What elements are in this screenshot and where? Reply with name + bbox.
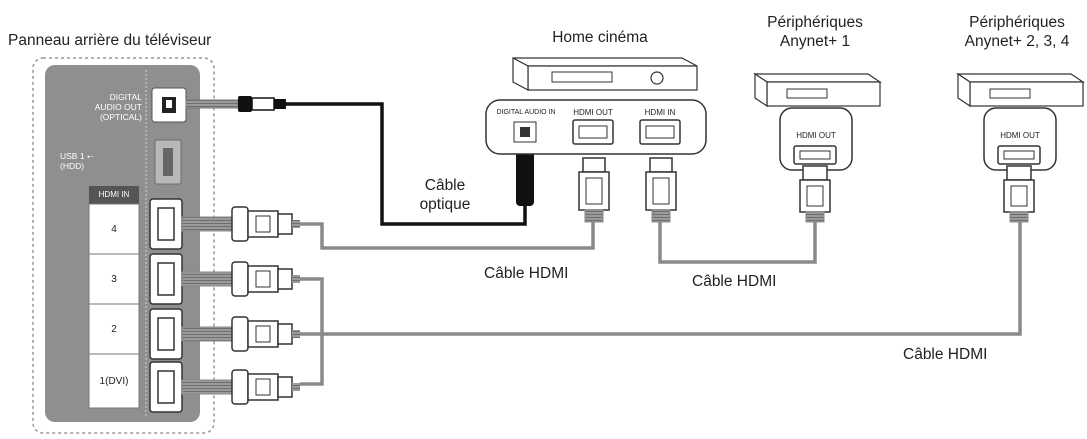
- home-cinema-hdmi-out-label: HDMI OUT: [573, 108, 613, 117]
- hdmi-cable-label-a: Câble HDMI: [484, 265, 569, 282]
- anynet1-hdmi-out-label: HDMI OUT: [796, 131, 836, 140]
- hdmi-cable-lines: [300, 222, 1022, 386]
- anynet1-title-line1: Périphériques: [767, 14, 863, 31]
- hdmi-jack-2: [149, 308, 183, 360]
- optical-cable-line1: Câble: [424, 177, 466, 194]
- hdmi-cable-label-b: Câble HDMI: [692, 273, 777, 290]
- digital-audio-out-line1: DIGITAL: [109, 92, 142, 102]
- anynet234-hdmi-out-label: HDMI OUT: [1000, 131, 1040, 140]
- tv-hdmi-plugs: [181, 206, 300, 405]
- tv-back-panel: [32, 57, 215, 434]
- digital-audio-out-label: DIGITAL AUDIO OUT (OPTICAL): [58, 92, 142, 122]
- anynet1-title: Périphériques Anynet+ 1: [745, 13, 885, 51]
- optical-cable-line2: optique: [419, 196, 471, 213]
- hdmi-port-1-label: 1(DVI): [99, 376, 129, 387]
- tv-panel-title: Panneau arrière du téléviseur: [8, 32, 212, 49]
- digital-audio-in-label: DIGITAL AUDIO IN: [496, 109, 556, 116]
- home-cinema-title: Home cinéma: [552, 29, 648, 46]
- home-cinema-hdmi-plugs: [578, 157, 677, 223]
- anynet1-device: [753, 72, 882, 223]
- hdmi-port-2-label: 2: [111, 324, 117, 335]
- hdmi-in-header: HDMI IN: [98, 190, 130, 199]
- hdmi-port-3-label: 3: [111, 274, 117, 285]
- anynet234-title-line1: Périphériques: [969, 14, 1065, 31]
- hdmi-cable-label-c: Câble HDMI: [903, 346, 988, 363]
- anynet234-device: [956, 72, 1085, 223]
- hdmi-jack-4: [149, 198, 183, 250]
- anynet234-title-line2: Anynet+ 2, 3, 4: [964, 33, 1070, 50]
- usb-line2: (HDD): [60, 161, 85, 171]
- optical-cable: [185, 96, 534, 226]
- digital-audio-out-line3: (OPTICAL): [99, 112, 142, 122]
- home-cinema-hdmi-in-label: HDMI IN: [644, 108, 676, 117]
- hdmi-jack-3: [149, 253, 183, 305]
- optical-cable-label: Câble optique: [405, 176, 485, 214]
- hdmi-port-4-label: 4: [111, 224, 117, 235]
- usb-label: USB 1 ⭠ (HDD): [60, 151, 112, 171]
- hdmi-jack-1: [149, 361, 183, 413]
- home-cinema-device: [485, 57, 707, 155]
- anynet1-title-line2: Anynet+ 1: [779, 33, 851, 50]
- anynet234-title: Périphériques Anynet+ 2, 3, 4: [947, 13, 1087, 51]
- digital-audio-out-line2: AUDIO OUT: [94, 102, 142, 112]
- usb-line1: USB 1 ⭠: [60, 151, 94, 161]
